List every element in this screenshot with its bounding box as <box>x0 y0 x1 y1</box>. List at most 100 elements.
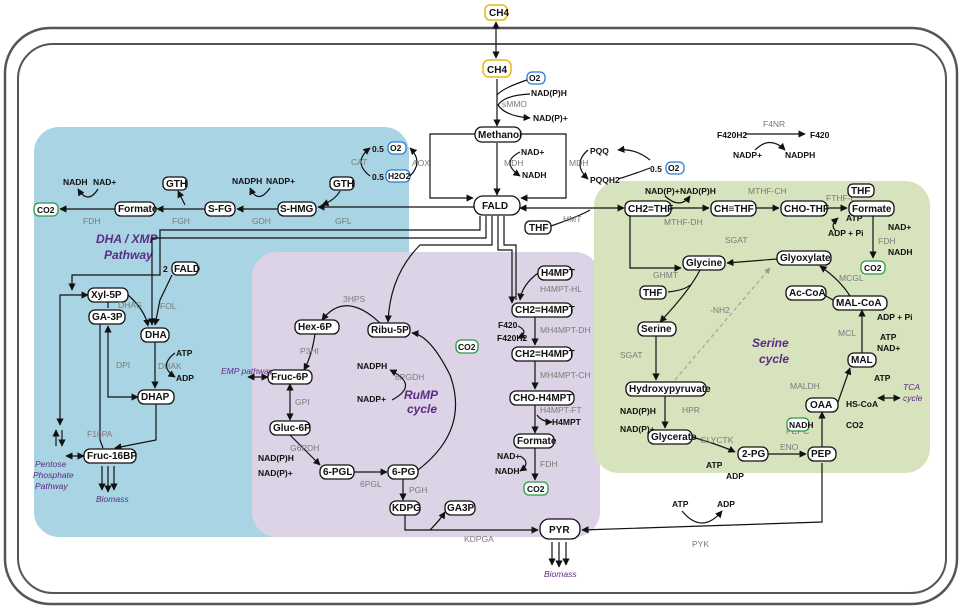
nh2-label: -NH2 <box>710 305 730 315</box>
h4mpt-out-arc <box>536 414 553 426</box>
fthf-cof-arc <box>830 217 839 231</box>
adp-glyctk: ADP <box>726 471 744 481</box>
hex6p-node <box>294 319 340 335</box>
nad-mdh: NAD+ <box>521 147 544 157</box>
adp-fthf: ADP + Pi <box>828 228 864 238</box>
fruc16bp-label: Fruc-16BP <box>87 451 137 462</box>
dhak-enzyme: DHAK <box>158 361 182 371</box>
maldh-enzyme: MALDH <box>790 381 820 391</box>
adp-dhak: ADP <box>176 373 194 383</box>
fthf-l-enzyme: FTHF-L <box>826 193 856 203</box>
choh4mpt-label: CHO-H4MPT <box>513 393 572 404</box>
h4mpt2-label: H4MPT <box>552 417 582 427</box>
atp-mcl: ATP <box>880 332 897 342</box>
oaa-node <box>805 397 839 413</box>
glycine-label: Glycine <box>686 258 723 269</box>
half-o2: 0.5 <box>372 144 384 154</box>
pg2-label: 2-PG <box>742 449 766 460</box>
nadp-top: NAD(P)+ <box>533 113 568 123</box>
f4nr-cof-arc <box>754 141 786 151</box>
3hps-enzyme: 3HPS <box>343 294 366 304</box>
nadp-mthf: NAD(P)+ <box>645 186 680 196</box>
ch2thf-to-glycine <box>629 216 682 272</box>
f420-arc <box>517 325 526 339</box>
kdpga-arrow <box>404 515 539 534</box>
o2-aox: O2 <box>390 143 402 153</box>
aox-enzyme: AOX <box>412 158 430 168</box>
mdh-enzyme-1: MDH <box>504 158 523 168</box>
oaa-label: OAA <box>810 400 832 411</box>
ribu5p-node <box>367 322 411 338</box>
sgat-enzyme-bottom: SGAT <box>620 350 643 360</box>
accoa-label: Ac-CoA <box>789 288 826 299</box>
fald-small-label: FALD <box>174 264 200 275</box>
mh4mpt-dh-enzyme: MH4MPT-DH <box>540 325 591 335</box>
atp-fthf: ATP <box>846 213 863 223</box>
sgat-top-arrow <box>726 258 778 267</box>
num-2: 2 <box>163 264 168 274</box>
serine-title-1: Serine <box>752 336 789 350</box>
ga3p-r-node <box>444 500 476 516</box>
f16pa-enzyme: F16PA <box>87 429 113 439</box>
ch4-outer-node <box>484 4 508 21</box>
h4mpt-in-arc <box>517 272 539 301</box>
formate-r-node <box>848 200 895 217</box>
nadh-fdh-mid: NADH <box>495 466 520 476</box>
ppp-label-1: Pentose <box>35 459 66 469</box>
chthf-label: CH≡THF <box>714 204 754 215</box>
formate-r-label: Formate <box>852 204 892 215</box>
mcl-enzyme: MCL <box>838 328 856 338</box>
formate-mid-node <box>513 433 555 449</box>
f420-f4nr: F420 <box>810 130 830 140</box>
fald-h4mpt-arrow <box>497 216 516 304</box>
pyr-label: PYR <box>549 525 570 536</box>
fol-enzyme: FOL <box>160 301 177 311</box>
half-h2o2: 0.5 <box>372 172 384 182</box>
fdh-mid-cof-arc <box>519 455 528 472</box>
hpr-enzyme: HPR <box>682 405 700 415</box>
gluc6p-label: Gluc-6P <box>273 423 311 434</box>
dha-title-2: Pathway <box>104 248 154 262</box>
nadp-hpr: NAD(P)+ <box>620 424 655 434</box>
dha-title-1: DHA / XMP <box>96 232 159 246</box>
gth2-node <box>329 176 355 191</box>
hydroxypyruvate-label: Hydroxypyruvate <box>629 384 711 395</box>
nadh-fdh-r: NADH <box>888 247 913 257</box>
hydroxypyruvate-node <box>625 381 707 397</box>
thf-g-node <box>639 285 667 300</box>
gth1-node <box>162 176 188 191</box>
o2-in-arc <box>496 79 528 96</box>
f4nr-enzyme: F4NR <box>763 119 785 129</box>
mthf-ch-enzyme: MTHF-CH <box>748 186 787 196</box>
pyr-node <box>539 518 581 540</box>
fald-h4mpt-arrow-2 <box>503 216 517 300</box>
serine-compartment <box>594 181 930 473</box>
6pgdh-enzyme: 6PGDH <box>395 372 424 382</box>
o2-node-top <box>526 71 546 85</box>
pqq-arc <box>579 149 589 180</box>
dha-label: DHA <box>145 330 167 341</box>
half-o2-r: 0.5 <box>650 164 662 174</box>
pep-label: PEP <box>811 449 831 460</box>
dhap-down <box>114 404 157 451</box>
nadh-mdh: NADH <box>522 170 547 180</box>
ch2h4mpt1-node <box>511 302 573 318</box>
thf-g-label: THF <box>643 288 662 299</box>
mcgl-arrow <box>819 265 851 297</box>
fald-small-node <box>171 261 199 276</box>
pqq-o2-arc <box>617 167 651 180</box>
outer-membrane <box>3 26 959 606</box>
nadph-g6p: NAD(P)H <box>258 453 294 463</box>
nadh-fdh-l: NADH <box>63 177 88 187</box>
mthf-dh-enzyme: MTHF-DH <box>664 217 703 227</box>
nadph-arc <box>497 93 531 122</box>
choh4mpt-node <box>509 390 575 406</box>
hmt-enzyme: HMT <box>563 214 581 224</box>
nadph-hpr: NAD(P)H <box>620 406 656 416</box>
gth2-label: GTH <box>333 179 354 190</box>
dhak-cof-arc <box>165 352 176 378</box>
thf-center-node <box>524 220 552 235</box>
serine-label: Serine <box>641 324 672 335</box>
